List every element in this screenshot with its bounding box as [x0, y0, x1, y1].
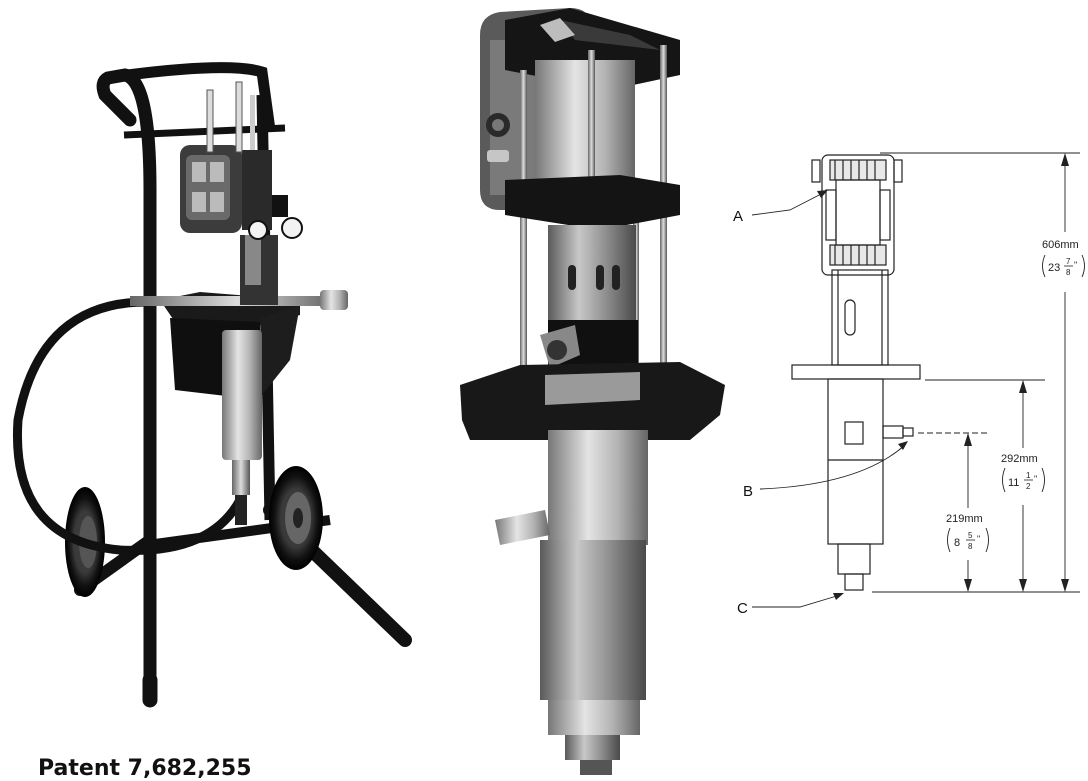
fluid-section: [548, 430, 648, 545]
cart-top-bar: [127, 62, 276, 131]
dimension-drawing: [751, 152, 1080, 608]
dim-overall-den: 8: [1066, 268, 1071, 277]
dim-upper-den: 2: [1026, 482, 1031, 491]
gauge-2: [281, 217, 303, 239]
svg-text:": ": [1074, 260, 1077, 270]
dimension-lower: 219mm 8 5 8 ": [946, 513, 989, 553]
dimension-upper: 292mm 11 1 2 ": [1001, 453, 1045, 493]
svg-text:": ": [1034, 474, 1037, 484]
dim-lower-whole: 8: [954, 537, 960, 549]
dim-overall-whole: 23: [1048, 262, 1060, 274]
pump-detail-render: [460, 8, 725, 775]
dimension-overall: 606mm 23 7 8 ": [1042, 239, 1085, 278]
cart-handle: [96, 68, 157, 687]
dim-upper-num: 1: [1026, 471, 1031, 480]
dim-upper-whole: 11: [1008, 477, 1019, 489]
callout-c: C: [737, 600, 748, 617]
lower-tube: [222, 330, 262, 460]
dim-lower-mm: 219mm: [946, 513, 983, 525]
connecting-rod-housing: [548, 225, 636, 320]
pump-cart-photo: [12, 62, 412, 708]
svg-text:": ": [977, 534, 980, 544]
mid-clamp: [505, 175, 680, 230]
dim-overall-num: 7: [1066, 257, 1071, 266]
dim-overall-mm: 606mm: [1042, 239, 1079, 251]
dim-lower-den: 8: [968, 542, 973, 551]
callout-b: B: [743, 483, 753, 500]
callout-a: A: [733, 208, 743, 225]
gauge-1: [248, 220, 268, 240]
patent-caption: Patent 7,682,255: [38, 756, 252, 781]
dim-lower-num: 5: [968, 531, 973, 540]
dim-upper-mm: 292mm: [1001, 453, 1038, 465]
hose: [12, 297, 250, 555]
